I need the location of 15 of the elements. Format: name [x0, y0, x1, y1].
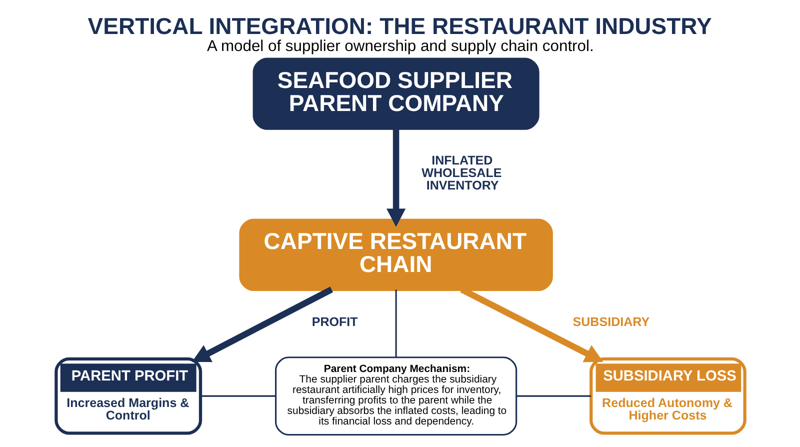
edge-label: INFLATED WHOLESALE INVENTORY [421, 154, 502, 193]
edge-label: SUBSIDIARY [572, 315, 650, 330]
connector [394, 290, 396, 358]
node-box: SEAFOOD SUPPLIER PARENT COMPANY [252, 58, 539, 130]
node-box: PARENT PROFIT Increased Margins & Control [54, 357, 202, 435]
arrow [386, 128, 406, 227]
caption: A model of supplier ownership and supply chain control. [206, 38, 594, 55]
connector [200, 395, 276, 397]
diagram-title: VERTICAL INTEGRATION: THE RESTAURANT INDUSTRY [87, 12, 712, 39]
arrow [191, 286, 333, 362]
edge-label: PROFIT [311, 315, 358, 330]
node-box: Parent Company Mechanism: The supplier parent charges the subsidiary restaurant artificially high prices for inventory, transferring profits to the parent while the subsidiary absorbs the inflated costs, leading to its financial loss and dependency. [274, 356, 517, 436]
connector [516, 395, 590, 397]
node-box: CAPTIVE RESTAURANT CHAIN [238, 218, 552, 291]
node-box: SUBSIDIARY LOSS Reduced Autonomy & Higher Costs [589, 357, 746, 435]
